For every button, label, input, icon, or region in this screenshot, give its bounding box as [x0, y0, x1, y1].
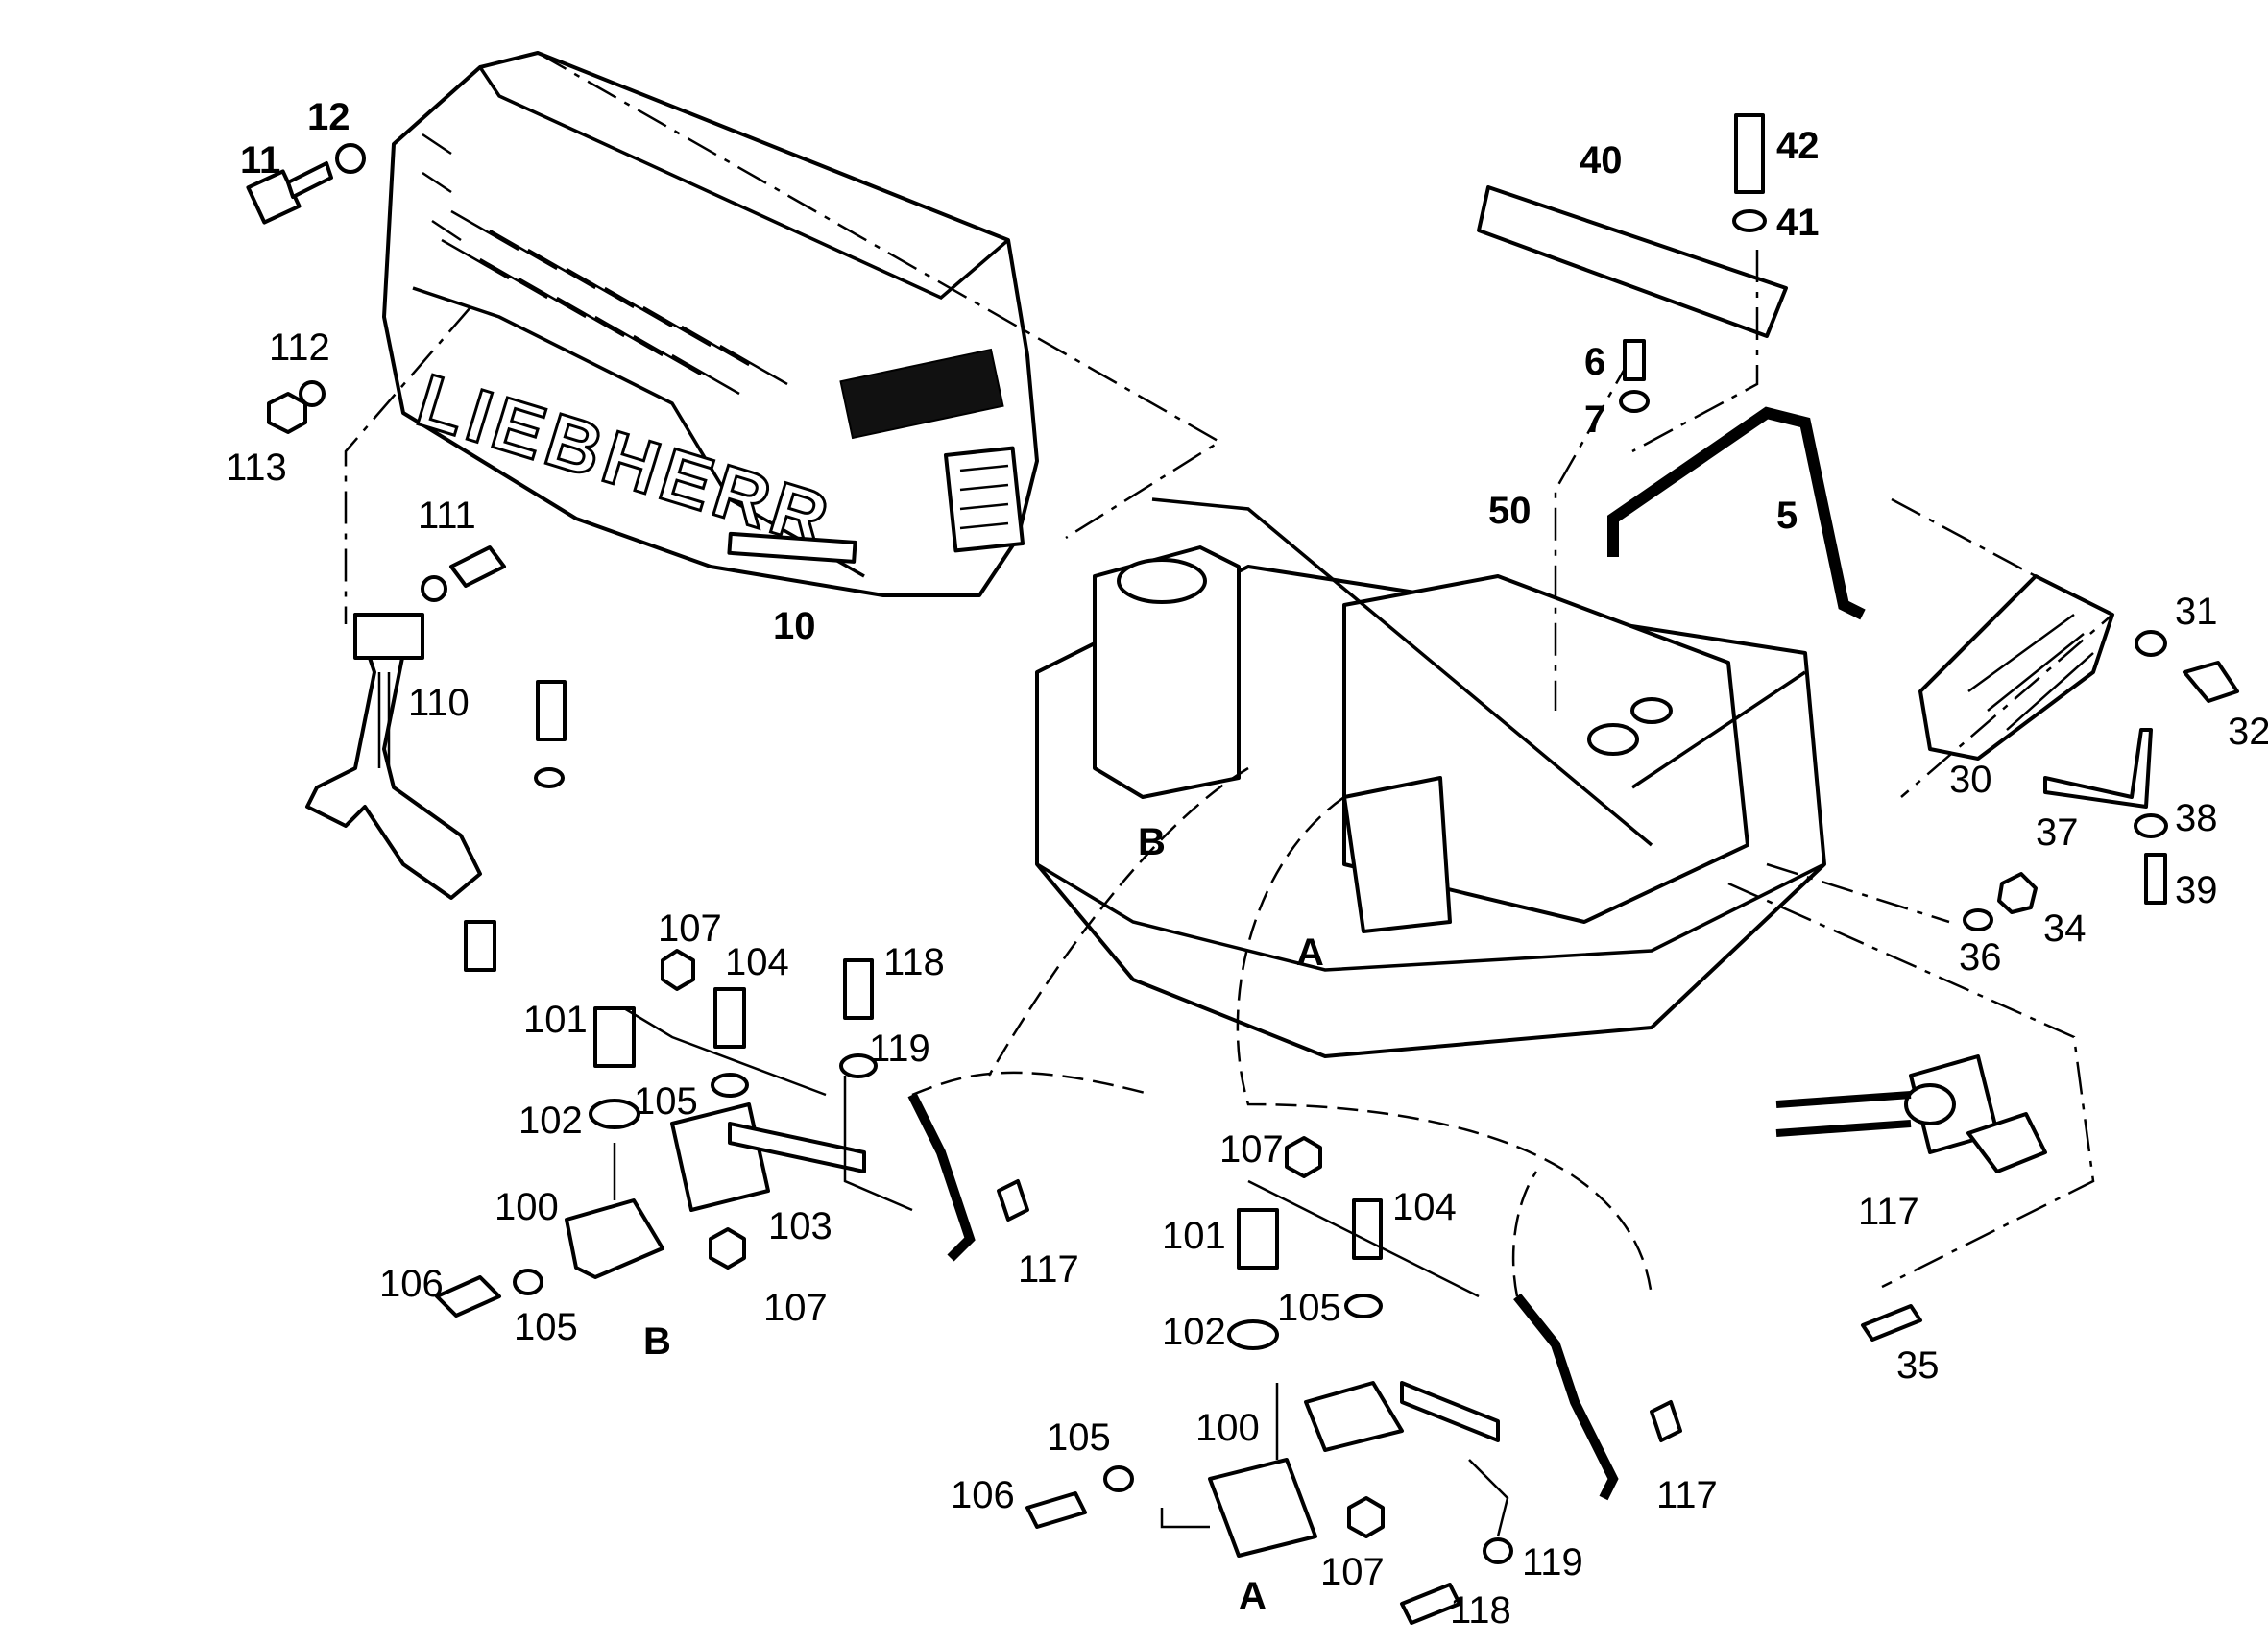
label-105-b-top: 105 — [634, 1080, 698, 1123]
label-42: 42 — [1776, 125, 1820, 167]
bolt-part-11 — [246, 161, 333, 225]
label-38: 38 — [2175, 797, 2218, 839]
engine-hood-part-10: LIEBHERR — [382, 51, 1039, 597]
washer-part-38 — [2134, 813, 2168, 838]
label-102-b: 102 — [519, 1100, 583, 1142]
label-117-right: 117 — [1858, 1191, 1919, 1233]
hood-leader-line — [537, 51, 1222, 540]
label-B-frame: B — [1138, 821, 1166, 863]
spacer-sleeve — [464, 920, 496, 972]
handle-part-5 — [1607, 406, 1866, 620]
nut-part-34 — [1997, 872, 2038, 914]
label-11: 11 — [240, 139, 280, 181]
label-107-b-top: 107 — [658, 907, 722, 950]
washer-part-36 — [1963, 908, 1993, 931]
label-113: 113 — [226, 447, 287, 489]
label-A-frame: A — [1296, 931, 1324, 974]
label-12: 12 — [307, 96, 350, 138]
label-102-a: 102 — [1162, 1311, 1226, 1353]
label-35: 35 — [1896, 1344, 1940, 1387]
washer-part-31 — [2135, 630, 2167, 657]
label-100-a: 100 — [1195, 1407, 1260, 1449]
label-B: B — [643, 1320, 671, 1363]
bolt-part-111 — [449, 545, 506, 588]
label-106-a: 106 — [951, 1474, 1015, 1516]
label-101-b: 101 — [523, 999, 588, 1041]
plate-part-40 — [1477, 185, 1788, 338]
label-105-a-bottom: 105 — [1047, 1416, 1111, 1459]
label-104-b: 104 — [725, 941, 789, 983]
bolt-part-39 — [2144, 853, 2167, 905]
label-107-a-bottom: 107 — [1320, 1551, 1385, 1593]
label-36: 36 — [1959, 936, 2002, 979]
label-107-a-top: 107 — [1219, 1128, 1284, 1171]
label-5: 5 — [1776, 495, 1798, 537]
label-37: 37 — [2036, 811, 2079, 854]
bolt-part-6 — [1623, 339, 1646, 381]
label-100-b: 100 — [495, 1186, 559, 1228]
label-101-a: 101 — [1162, 1215, 1226, 1257]
label-7: 7 — [1584, 399, 1605, 441]
label-104-a: 104 — [1392, 1186, 1457, 1228]
label-39: 39 — [2175, 869, 2218, 911]
label-A: A — [1239, 1575, 1267, 1617]
callout-labels: 11 12 112 113 111 110 10 40 42 41 6 7 50… — [226, 96, 2268, 1632]
label-41: 41 — [1776, 202, 1820, 244]
hood-vent-slats — [441, 209, 788, 396]
label-31: 31 — [2175, 591, 2218, 633]
label-111: 111 — [418, 495, 476, 537]
main-frame-part-50 — [1035, 497, 1826, 1058]
bracket-part-37 — [2043, 728, 2153, 809]
bolt-part-35 — [1861, 1304, 1922, 1342]
label-119-b: 119 — [869, 1028, 930, 1070]
label-34: 34 — [2043, 907, 2087, 950]
callout-leaders — [613, 1006, 1509, 1537]
label-117-a: 117 — [1656, 1474, 1718, 1516]
label-106-b: 106 — [379, 1263, 444, 1305]
label-40: 40 — [1580, 139, 1623, 181]
label-30: 30 — [1949, 759, 1992, 801]
label-103-b: 103 — [768, 1205, 832, 1247]
label-32: 32 — [2228, 711, 2268, 753]
latch-assembly-A — [1025, 1136, 1682, 1625]
label-112: 112 — [269, 327, 330, 369]
nut-part-113 — [267, 392, 307, 434]
pedal-part-30 — [1918, 574, 2114, 761]
bolt-part-42 — [1734, 113, 1765, 194]
label-105-a-top: 105 — [1277, 1287, 1341, 1329]
label-118-b: 118 — [883, 941, 945, 983]
label-6: 6 — [1584, 341, 1605, 383]
bolt-upright — [536, 680, 567, 741]
bolt-part-32 — [2183, 661, 2239, 703]
label-117-b: 117 — [1018, 1248, 1079, 1291]
label-105-b-bottom: 105 — [514, 1306, 578, 1348]
label-118-a: 118 — [1450, 1589, 1511, 1632]
valve-part-117-right — [1775, 1054, 2047, 1173]
label-10: 10 — [773, 605, 816, 647]
label-107-b-bottom: 107 — [763, 1287, 828, 1329]
label-50: 50 — [1488, 490, 1532, 532]
latch-assembly-B — [435, 949, 1029, 1318]
label-110: 110 — [408, 682, 470, 724]
nut-part-7 — [1619, 390, 1650, 413]
label-119-a: 119 — [1522, 1541, 1583, 1584]
washer-part-41 — [1732, 209, 1767, 232]
bracket-part-110 — [305, 613, 482, 900]
washer-part-112 — [299, 380, 326, 407]
washer-part-12 — [335, 143, 366, 174]
